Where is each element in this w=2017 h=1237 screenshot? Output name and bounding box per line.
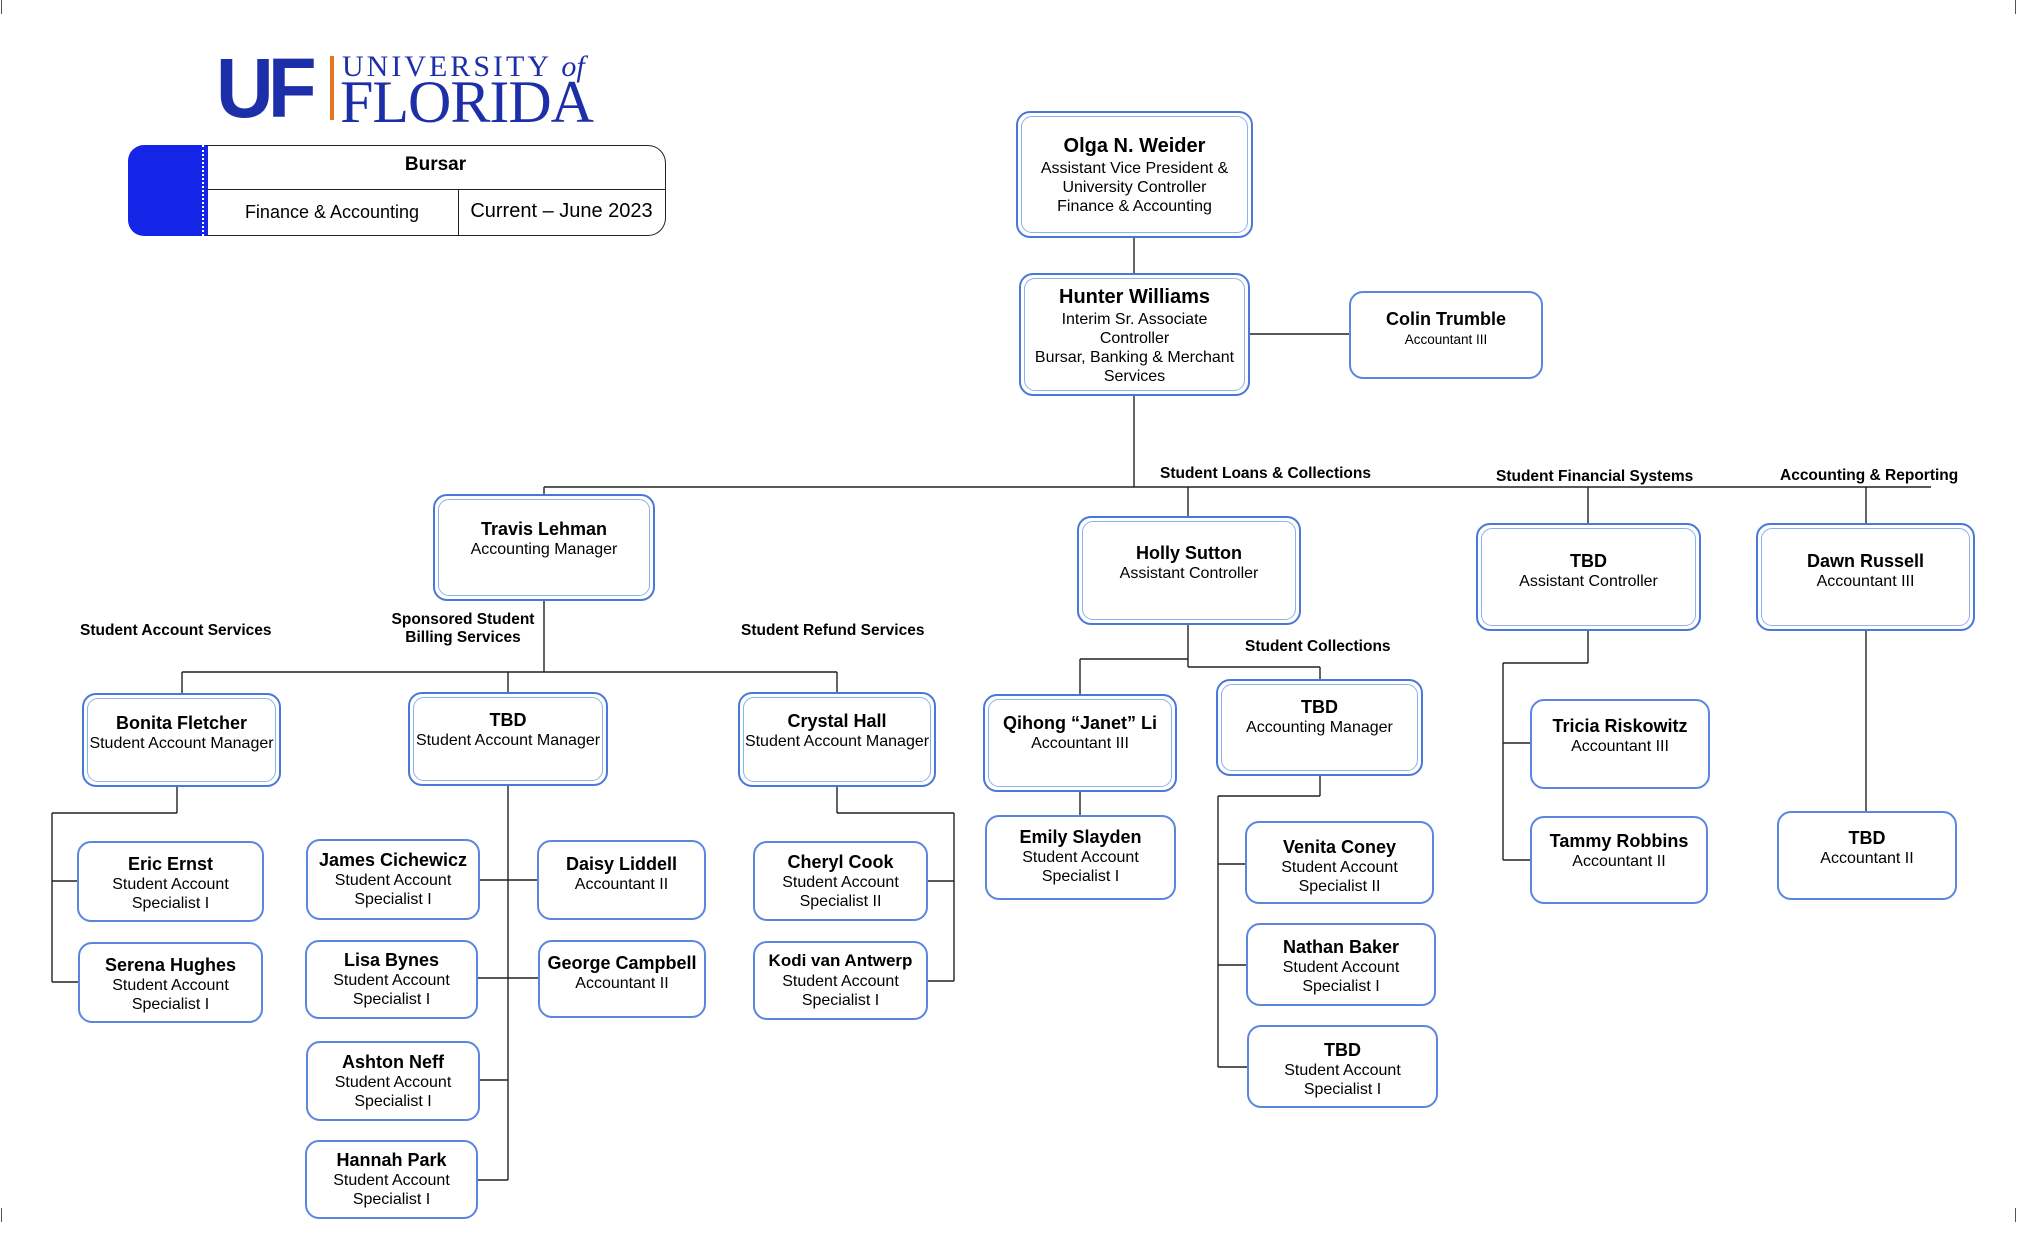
logo-florida: FLORIDA: [340, 69, 594, 135]
university-of-florida-logo: UF UNIVERSITY of FLORIDA: [216, 41, 616, 135]
tab-frame: [206, 145, 666, 236]
person-name: Emily Slayden: [1019, 827, 1142, 847]
tab-blue-block: [128, 145, 208, 236]
person-name: Cheryl Cook: [787, 852, 894, 872]
org-box-daisy-liddell: Daisy Liddell Accountant II: [537, 840, 706, 920]
page-title: Bursar: [404, 154, 467, 175]
org-box-lisa-bynes: Lisa Bynes Student Account Specialist I: [305, 940, 478, 1019]
org-box-tbd-accountant-ii: TBD Accountant II: [1777, 811, 1957, 900]
org-box-george-campbell: George Campbell Accountant II: [538, 940, 706, 1018]
department-label: Finance & Accounting: [244, 202, 420, 222]
logo-divider: [330, 56, 334, 120]
bursar-title-tab: Bursar Finance & Accounting Current – Ju…: [128, 145, 667, 236]
org-box-crystal-hall: Crystal Hall Student Account Manager: [738, 692, 936, 787]
org-box-eric-ernst: Eric Ernst Student Account Specialist I: [77, 841, 264, 922]
section-label-collections: Student Collections: [1245, 638, 1391, 655]
section-label-systems: Student Financial Systems: [1496, 468, 1694, 485]
corner-mark: [2015, 1208, 2016, 1222]
date-label: Current – June 2023: [470, 200, 653, 222]
org-box-tammy-robbins: Tammy Robbins Accountant II: [1530, 816, 1708, 904]
org-box-tbd-assistant-controller: TBD Assistant Controller: [1476, 523, 1701, 631]
person-name: Dawn Russell: [1806, 551, 1925, 571]
person-name: Hannah Park: [336, 1150, 447, 1170]
person-name: TBD: [489, 710, 527, 730]
org-box-james-cichewicz: James Cichewicz Student Account Speciali…: [306, 839, 480, 920]
org-box-emily-slayden: Emily Slayden Student Account Specialist…: [985, 815, 1176, 900]
org-box-tbd-accounting-manager: TBD Accounting Manager: [1216, 679, 1423, 776]
section-label-account-services: Student Account Services: [80, 622, 272, 639]
person-name: Tricia Riskowitz: [1552, 716, 1688, 736]
org-box-ashton-neff: Ashton Neff Student Account Specialist I: [306, 1041, 480, 1121]
corner-mark: [1, 0, 2, 14]
org-box-tricia-riskowitz: Tricia Riskowitz Accountant III: [1530, 699, 1710, 789]
org-box-tbd-student-account-manager: TBD Student Account Manager: [408, 692, 608, 786]
tab-dotted-line: [202, 145, 208, 236]
person-name: Nathan Baker: [1282, 937, 1400, 957]
person-name: Olga N. Weider: [1063, 135, 1206, 157]
person-name: James Cichewicz: [318, 850, 468, 870]
person-name: TBD: [1848, 828, 1886, 848]
person-name: Hunter Williams: [1059, 286, 1210, 308]
person-name: Venita Coney: [1282, 837, 1397, 857]
org-box-holly-sutton: Holly Sutton Assistant Controller: [1077, 516, 1301, 625]
org-box-venita-coney: Venita Coney Student Account Specialist …: [1245, 821, 1434, 904]
org-box-cheryl-cook: Cheryl Cook Student Account Specialist I…: [753, 841, 928, 921]
person-name: Daisy Liddell: [565, 854, 678, 874]
org-box-olga-weider: Olga N. Weider Assistant Vice President …: [1016, 111, 1253, 238]
person-name: Travis Lehman: [480, 519, 608, 539]
org-box-kodi-van-antwerp: Kodi van Antwerp Student Account Special…: [753, 941, 928, 1020]
org-box-hunter-williams: Hunter Williams Interim Sr. Associate Co…: [1019, 273, 1250, 396]
person-name: TBD: [1324, 1040, 1361, 1060]
corner-mark: [1, 1208, 2, 1222]
person-name: TBD: [1301, 697, 1338, 717]
corner-mark: [2015, 0, 2016, 14]
logo-uf: UF: [216, 41, 317, 135]
person-name: Tammy Robbins: [1549, 831, 1689, 851]
person-name: Eric Ernst: [127, 854, 214, 874]
person-name: Colin Trumble: [1385, 309, 1506, 329]
person-name: TBD: [1570, 551, 1607, 571]
person-name: George Campbell: [547, 953, 697, 973]
org-box-colin-trumble: Colin Trumble Accountant III: [1349, 291, 1543, 379]
org-box-hannah-park: Hannah Park Student Account Specialist I: [305, 1140, 478, 1219]
person-name: Kodi van Antwerp: [768, 951, 913, 970]
person-name: Crystal Hall: [787, 711, 887, 731]
org-box-dawn-russell: Dawn Russell Accountant III: [1756, 523, 1975, 631]
org-box-janet-li: Qihong “Janet” Li Accountant III: [983, 694, 1177, 792]
org-box-travis-lehman: Travis Lehman Accounting Manager: [433, 494, 655, 601]
org-box-serena-hughes: Serena Hughes Student Account Specialist…: [78, 942, 263, 1023]
person-name: Bonita Fletcher: [115, 713, 248, 733]
person-name: Ashton Neff: [342, 1052, 444, 1072]
section-label-reporting: Accounting & Reporting: [1780, 467, 1959, 484]
org-box-tbd-student-account-specialist: TBD Student Account Specialist I: [1247, 1025, 1438, 1108]
org-box-bonita-fletcher: Bonita Fletcher Student Account Manager: [82, 693, 281, 787]
person-name: Qihong “Janet” Li: [1002, 713, 1157, 733]
person-name: Lisa Bynes: [343, 950, 440, 970]
section-label-loans: Student Loans & Collections: [1160, 465, 1371, 482]
person-name: Holly Sutton: [1136, 543, 1242, 563]
section-label-refund: Student Refund Services: [741, 622, 925, 639]
logo-university: UNIVERSITY of: [342, 50, 585, 83]
person-name: Serena Hughes: [104, 955, 237, 975]
org-box-nathan-baker: Nathan Baker Student Account Specialist …: [1246, 923, 1436, 1006]
